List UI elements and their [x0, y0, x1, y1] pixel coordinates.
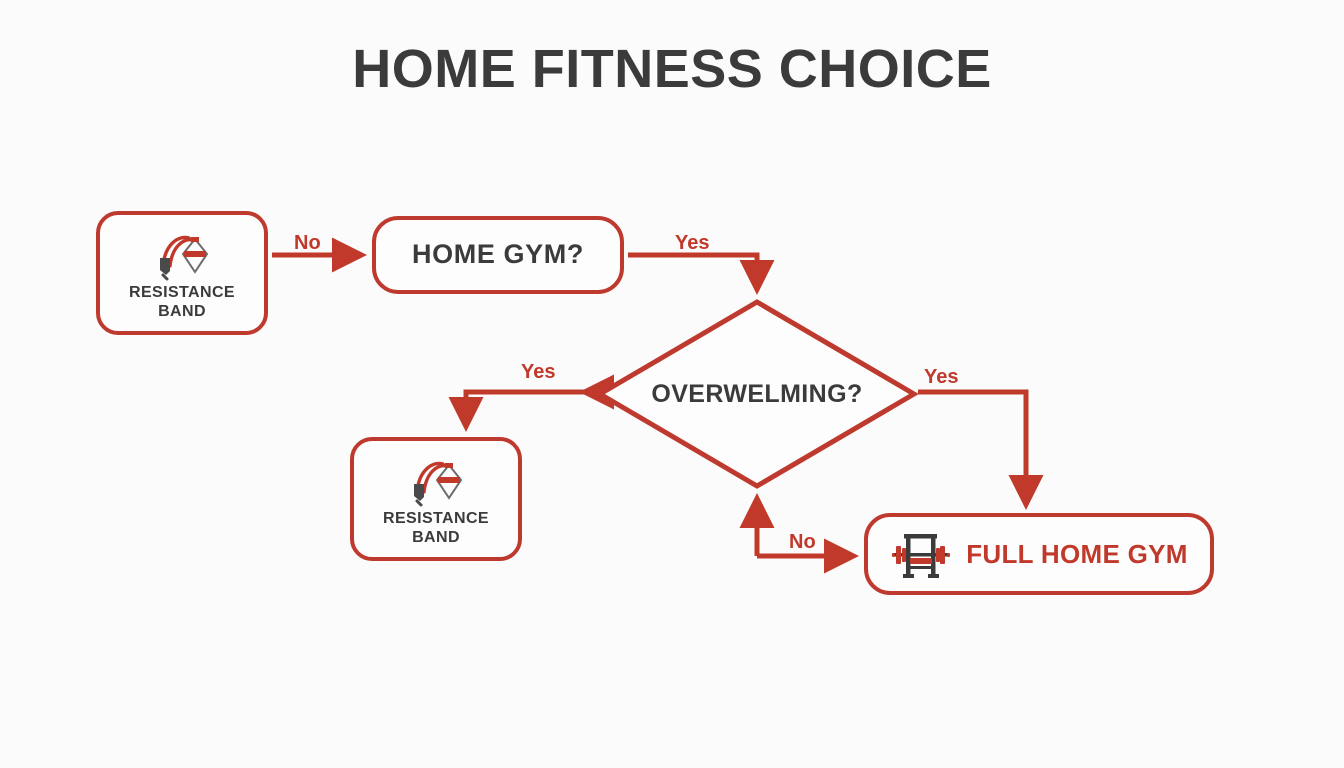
node-label-line-2: BAND [412, 529, 460, 546]
edge-yes-2 [448, 374, 614, 433]
resistance-band-icon [397, 456, 475, 508]
edge-label-yes-3: Yes [924, 366, 959, 388]
node-resistance-band-2[interactable]: RESISTANCE BAND [350, 437, 522, 561]
resistance-band-icon [143, 230, 221, 282]
node-label: HOME GYM? [412, 239, 584, 270]
edge-yes-3 [918, 389, 1044, 511]
node-label-line-1: RESISTANCE [383, 510, 489, 528]
power-rack-icon [890, 528, 952, 580]
edge-yes-1 [628, 252, 775, 296]
node-overwhelming-decision[interactable]: OVERWELMING? [596, 298, 918, 490]
edge-label-no-1: No [294, 232, 321, 254]
node-label: RESISTANCE BAND [129, 284, 235, 322]
node-home-gym-question[interactable]: HOME GYM? [372, 216, 624, 294]
edge-label-yes-1: Yes [675, 232, 710, 254]
diamond-shape [596, 299, 918, 489]
node-resistance-band-1[interactable]: RESISTANCE BAND [96, 211, 268, 335]
edge-label-yes-2: Yes [521, 361, 556, 383]
node-label: FULL HOME GYM [966, 538, 1188, 569]
node-label: OVERWELMING? [651, 379, 863, 408]
node-label-line-2: BAND [158, 303, 206, 320]
node-label-line-1: RESISTANCE [129, 284, 235, 302]
node-label: RESISTANCE BAND [383, 510, 489, 548]
edge-label-no-2: No [789, 531, 816, 553]
page-title: HOME FITNESS CHOICE [352, 39, 992, 99]
node-full-home-gym[interactable]: FULL HOME GYM [864, 513, 1214, 595]
